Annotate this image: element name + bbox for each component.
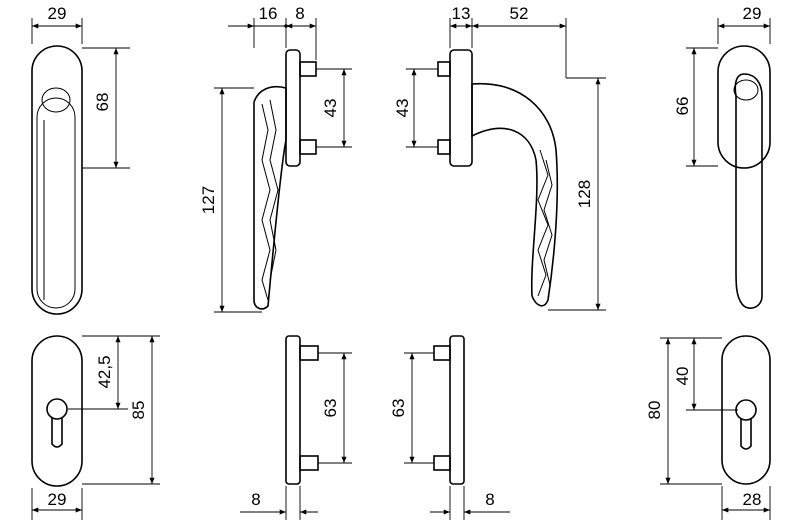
dim-rosette-left-height: 85: [82, 336, 160, 485]
label-handle-side-b-base: 13: [452, 4, 471, 23]
handle-side-view-b: [437, 49, 559, 307]
label-rosette-side-b-pin: 8: [485, 490, 494, 509]
label-rosette-left-center: 42,5: [95, 355, 114, 388]
label-handle-right-width: 29: [743, 4, 762, 23]
dim-rosette-left-center: 42,5: [68, 335, 160, 410]
label-handle-side-b-spacing: 43: [393, 99, 412, 118]
rosette-side-view-a: [285, 335, 319, 485]
dim-handle-side-a-top: 16 8: [228, 4, 317, 60]
label-handle-front-width: 29: [48, 4, 67, 23]
handle-front-view: [31, 45, 83, 315]
label-handle-front-base: 68: [93, 93, 112, 112]
dim-rosette-right-center: 40: [660, 337, 738, 411]
dim-handle-side-a-length: 127: [199, 87, 262, 313]
label-rosette-right-width: 28: [743, 490, 762, 509]
label-handle-side-a-base: 16: [259, 4, 278, 23]
dim-handle-front-width: 29: [31, 4, 83, 44]
label-handle-right-base: 66: [673, 97, 692, 116]
dim-handle-front-base: 68: [82, 47, 130, 169]
dim-handle-right-base: 66: [673, 47, 718, 167]
dim-handle-side-b-length: 128: [548, 77, 606, 311]
label-rosette-right-height: 80: [645, 401, 664, 420]
dim-handle-side-b-top: 13 52: [449, 4, 567, 78]
label-handle-side-a-spacing: 43: [321, 99, 340, 118]
handle-side-view-a: [253, 49, 317, 310]
dim-rosette-right-height: 80: [645, 338, 722, 485]
label-rosette-right-center: 40: [673, 367, 692, 386]
label-rosette-left-width: 29: [48, 490, 67, 509]
label-rosette-left-height: 85: [129, 401, 148, 420]
dim-rosette-left-width: 29: [31, 488, 83, 520]
label-rosette-side-b-spacing: 63: [389, 399, 408, 418]
dim-rosette-side-a-pin: 8: [240, 486, 318, 520]
dim-handle-side-a-spacing: 43: [316, 68, 352, 148]
dim-handle-side-b-spacing: 43: [393, 68, 438, 148]
dim-rosette-side-b-pin: 8: [430, 486, 510, 520]
dim-rosette-side-a-spacing: 63: [318, 352, 352, 464]
handle-right-front-view: [717, 45, 771, 309]
rosette-left-front-view: [31, 335, 83, 487]
label-handle-side-a-length: 127: [199, 186, 218, 214]
label-rosette-side-a-spacing: 63: [321, 399, 340, 418]
label-handle-side-b-reach: 52: [510, 4, 529, 23]
rosette-side-view-b: [433, 335, 465, 485]
label-handle-side-a-pin: 8: [295, 4, 304, 23]
dim-rosette-side-b-spacing: 63: [389, 352, 434, 464]
label-rosette-side-a-pin: 8: [251, 490, 260, 509]
label-handle-side-b-length: 128: [575, 180, 594, 208]
dim-handle-right-width: 29: [717, 4, 771, 44]
dim-rosette-right-width: 28: [721, 486, 771, 520]
